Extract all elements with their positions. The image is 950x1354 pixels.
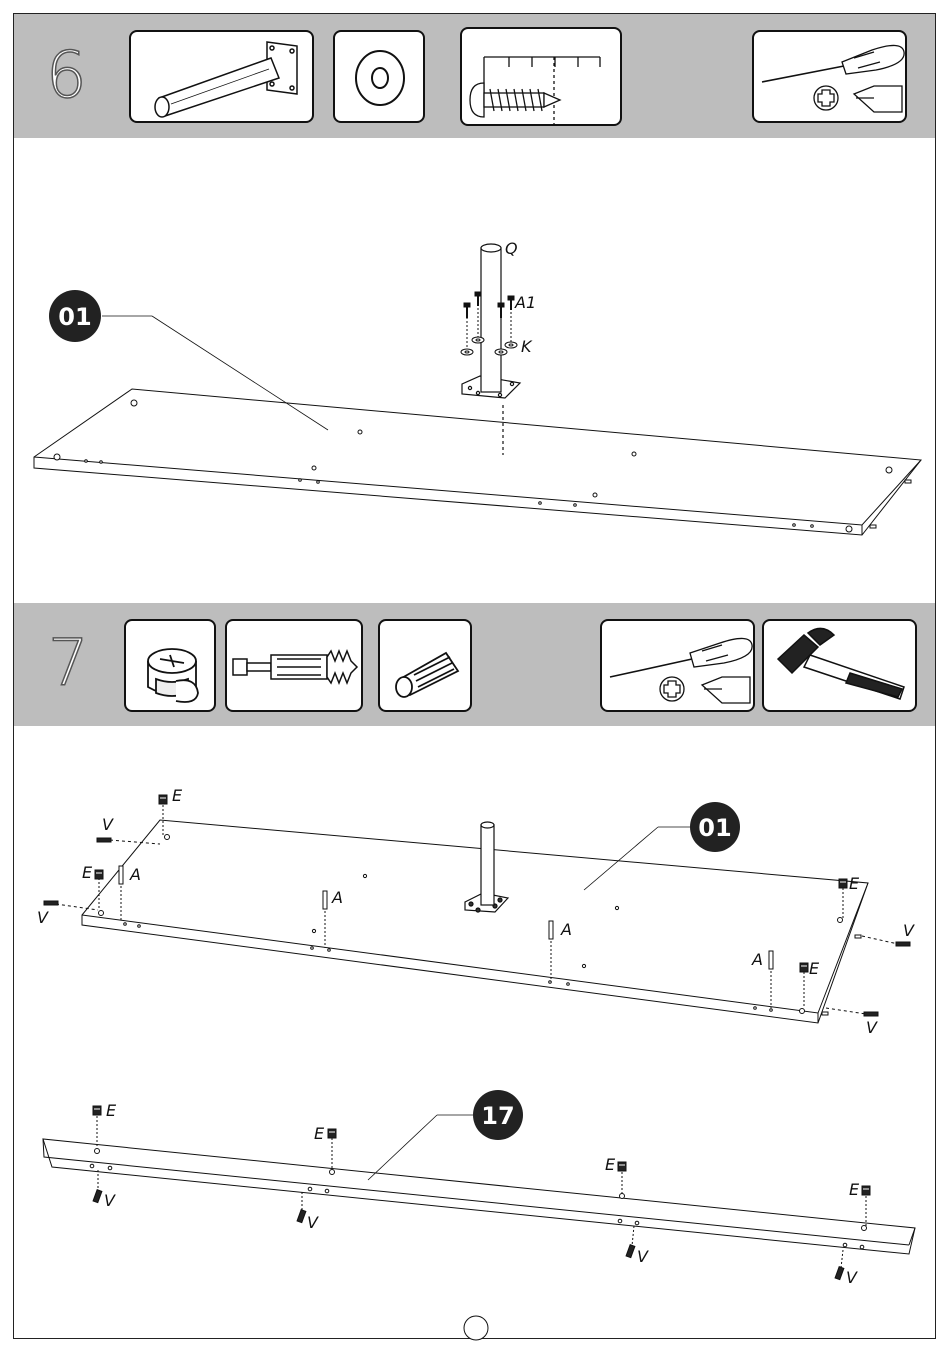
- label-a-3: A: [560, 920, 572, 939]
- label-v-1: V: [102, 815, 114, 834]
- label-v-5: V: [104, 1191, 116, 1210]
- part-badge-01-text: 01: [58, 303, 91, 331]
- label-e-5: E: [106, 1101, 117, 1120]
- label-v-8: V: [846, 1268, 858, 1287]
- label-a-1: A: [129, 865, 141, 884]
- label-q: Q: [505, 239, 518, 258]
- label-e-4: E: [809, 959, 820, 978]
- step-7-panel-01: [82, 820, 868, 1023]
- label-e-1: E: [172, 786, 183, 805]
- label-e-8: E: [849, 1180, 860, 1199]
- label-v-4: V: [866, 1018, 878, 1037]
- step-6-panel-01: [34, 389, 921, 535]
- label-e-7: E: [605, 1155, 616, 1174]
- label-e-3: E: [849, 874, 860, 893]
- label-v-2: V: [37, 908, 49, 927]
- label-v-6: V: [307, 1213, 319, 1232]
- label-v-3: V: [903, 921, 915, 940]
- label-k: K: [521, 337, 533, 356]
- label-a-4: A: [751, 950, 763, 969]
- page-number-circle: [464, 1316, 488, 1340]
- label-e-2: E: [82, 863, 93, 882]
- label-a-2: A: [331, 888, 343, 907]
- label-e-6: E: [314, 1124, 325, 1143]
- part-badge-01-step7-text: 01: [698, 814, 731, 842]
- rail-17: [43, 1139, 915, 1254]
- label-a1: A1: [514, 293, 536, 312]
- part-badge-17-text: 17: [481, 1102, 514, 1130]
- label-v-7: V: [637, 1247, 649, 1266]
